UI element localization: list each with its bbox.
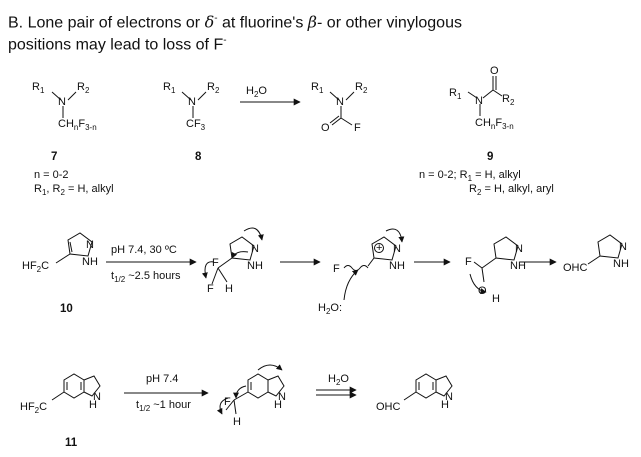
ii-h: H (233, 416, 241, 428)
pa-n: N (619, 241, 627, 253)
c7-n-condition: n = 0-2 (34, 169, 69, 181)
intermediate-b-structure (343, 228, 405, 301)
pi-ohc: OHC (376, 401, 401, 413)
cf-r1: R1 (311, 81, 324, 95)
c8-r1: R1 (163, 81, 176, 95)
pi-n: N (445, 391, 453, 403)
c7-n: N (58, 96, 66, 108)
ic-nh: NH (510, 260, 526, 272)
ib-f: F (333, 263, 340, 275)
c7-r-condition: R1, R2 = H, alkyl (34, 183, 114, 198)
cf-r2: R2 (355, 81, 368, 95)
cf-n: N (336, 96, 344, 108)
title-line-2: positions may lead to loss of F- (8, 35, 227, 54)
delta-symbol: δ (204, 12, 215, 32)
intermediate-a-structure (201, 227, 264, 285)
ii-f: F (224, 396, 231, 408)
imidazole-aldehyde-structure (587, 234, 623, 265)
ii-n: N (278, 391, 286, 403)
title-line-1: B. Lone pair of electrons or δ- at fluor… (8, 12, 462, 32)
fluoride-charge: - (223, 35, 227, 46)
compound-7-structure (51, 91, 77, 118)
ib-h2o: H2O: (318, 302, 342, 316)
intermediate-c-structure (469, 236, 519, 295)
c11-n: N (93, 391, 101, 403)
compound-9-structure (467, 76, 503, 116)
c11-condition-2: t1/2 ~1 hour (136, 399, 191, 413)
compound-10-structure (55, 232, 93, 264)
ic-h: H (492, 293, 500, 305)
c8-reagent: H2O (246, 85, 267, 99)
carbamoyl-fluoride-structure (329, 91, 355, 126)
compound-9-label: 9 (487, 151, 493, 163)
c9-n: N (475, 95, 483, 107)
c11-reagent: H2O (328, 373, 349, 387)
compound-11-structure (51, 373, 101, 401)
c10-n: N (86, 239, 94, 251)
c10-condition-2: t1/2 ~2.5 hours (111, 270, 181, 284)
c10-condition-1: pH 7.4, 30 ºC (111, 244, 177, 256)
indole-aldehyde-structure (403, 373, 453, 401)
c9-r2: R2 (502, 93, 515, 107)
ic-n: N (515, 243, 523, 255)
ib-nh: NH (389, 260, 405, 272)
compound-8-label: 8 (195, 151, 202, 163)
compound-7-label: 7 (51, 151, 57, 163)
cf-o: O (321, 122, 330, 134)
c11-condition-1: pH 7.4 (146, 373, 178, 385)
ic-f: F (465, 256, 472, 268)
c10-nh: NH (82, 256, 98, 268)
c8-n: N (188, 96, 196, 108)
pa-ohc: OHC (563, 262, 588, 274)
ib-plus: + (376, 242, 382, 254)
beta-symbol: β (307, 12, 318, 32)
compound-10-label: 10 (60, 303, 73, 315)
c8-cf3: CF3 (186, 118, 206, 132)
ia-n: N (251, 243, 259, 255)
ia-nh: NH (247, 260, 263, 272)
pa-nh: NH (613, 258, 629, 270)
pi-h: H (441, 399, 449, 411)
c7-r2: R2 (77, 81, 90, 95)
ic-o: O (478, 285, 487, 297)
ia-h: H (225, 283, 233, 295)
c9-condition-1: n = 0-2; R1 = H, alkyl (419, 169, 521, 184)
c11-nh: H (89, 399, 97, 411)
ii-nh: H (274, 399, 282, 411)
indole-intermediate-structure (216, 364, 285, 415)
c9-chnf: CHnF3-n (475, 117, 514, 131)
c9-o: O (490, 65, 499, 77)
c9-condition-2: R2 = H, alkyl, aryl (469, 183, 554, 198)
ia-f: F (207, 283, 214, 295)
c10-hf2c: HF2C (22, 260, 49, 274)
delta-minus-sign: - (214, 13, 218, 24)
c7-chnf: CHnF3-n (58, 118, 97, 132)
c8-r2: R2 (207, 81, 220, 95)
ia-f2: F (212, 257, 219, 269)
c7-r1: R1 (32, 81, 45, 95)
ib-n: N (393, 243, 401, 255)
c9-r1: R1 (449, 87, 462, 101)
compound-11-label: 11 (65, 437, 78, 449)
c11-hf2c: HF2C (20, 401, 47, 415)
cf-f: F (354, 122, 361, 134)
compound-8-structure (181, 91, 207, 118)
